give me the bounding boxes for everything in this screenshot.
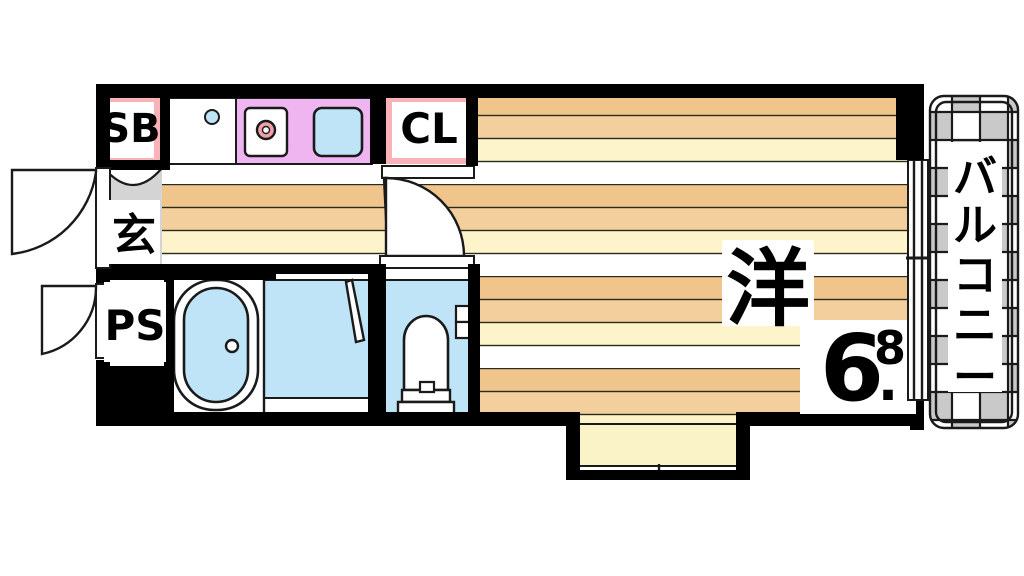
closet-door (379, 165, 475, 269)
balcony-label-char-1: ル (953, 200, 997, 251)
entrance-text: 玄 (112, 210, 156, 261)
closet-label: CL (400, 104, 458, 153)
kitchen-sink-icon (312, 106, 364, 158)
gas-stove-icon (243, 106, 289, 158)
main-room-size-integer: 6 (820, 315, 884, 422)
bathroom-folding-door (344, 278, 366, 344)
pipe-space-box: PS (104, 282, 166, 362)
balcony-label-char-2: コ (953, 250, 997, 301)
bathtub-basin (182, 286, 250, 404)
faucet-icon (204, 109, 220, 125)
main-room-label-group: 洋 6 . 8 (722, 240, 916, 422)
balcony-sliding-door[interactable] (906, 159, 930, 401)
bathtub-drain-icon (224, 338, 240, 354)
main-room-type-label: 洋 (726, 240, 810, 338)
entrance-door[interactable] (10, 162, 111, 269)
toilet-room (383, 267, 476, 416)
balcony-label-char-3: ニ (953, 300, 997, 351)
shoe-box-label: SB (101, 106, 160, 152)
entrance-block: 玄 (108, 200, 160, 264)
toilet-icon (396, 314, 456, 416)
closet-block: CL (384, 96, 474, 164)
pipe-space-text: PS (104, 301, 165, 350)
main-room-size-point: . (878, 350, 899, 413)
main-room-size-fraction: 8 (874, 321, 906, 375)
balcony-label-char-0: バ (953, 152, 997, 203)
balcony-label-char-4: ー (953, 352, 997, 403)
bathroom-area (166, 267, 373, 416)
wall-structure (96, 84, 924, 480)
bay-window-alcove (575, 423, 743, 478)
balcony-label: バ ル コ ニ ー (953, 152, 997, 403)
balcony-area: バ ル コ ニ ー (928, 94, 1020, 430)
wall-nub-top-right (896, 84, 924, 160)
shoe-box-block: SB (100, 96, 162, 164)
kitchen-area (163, 97, 373, 165)
